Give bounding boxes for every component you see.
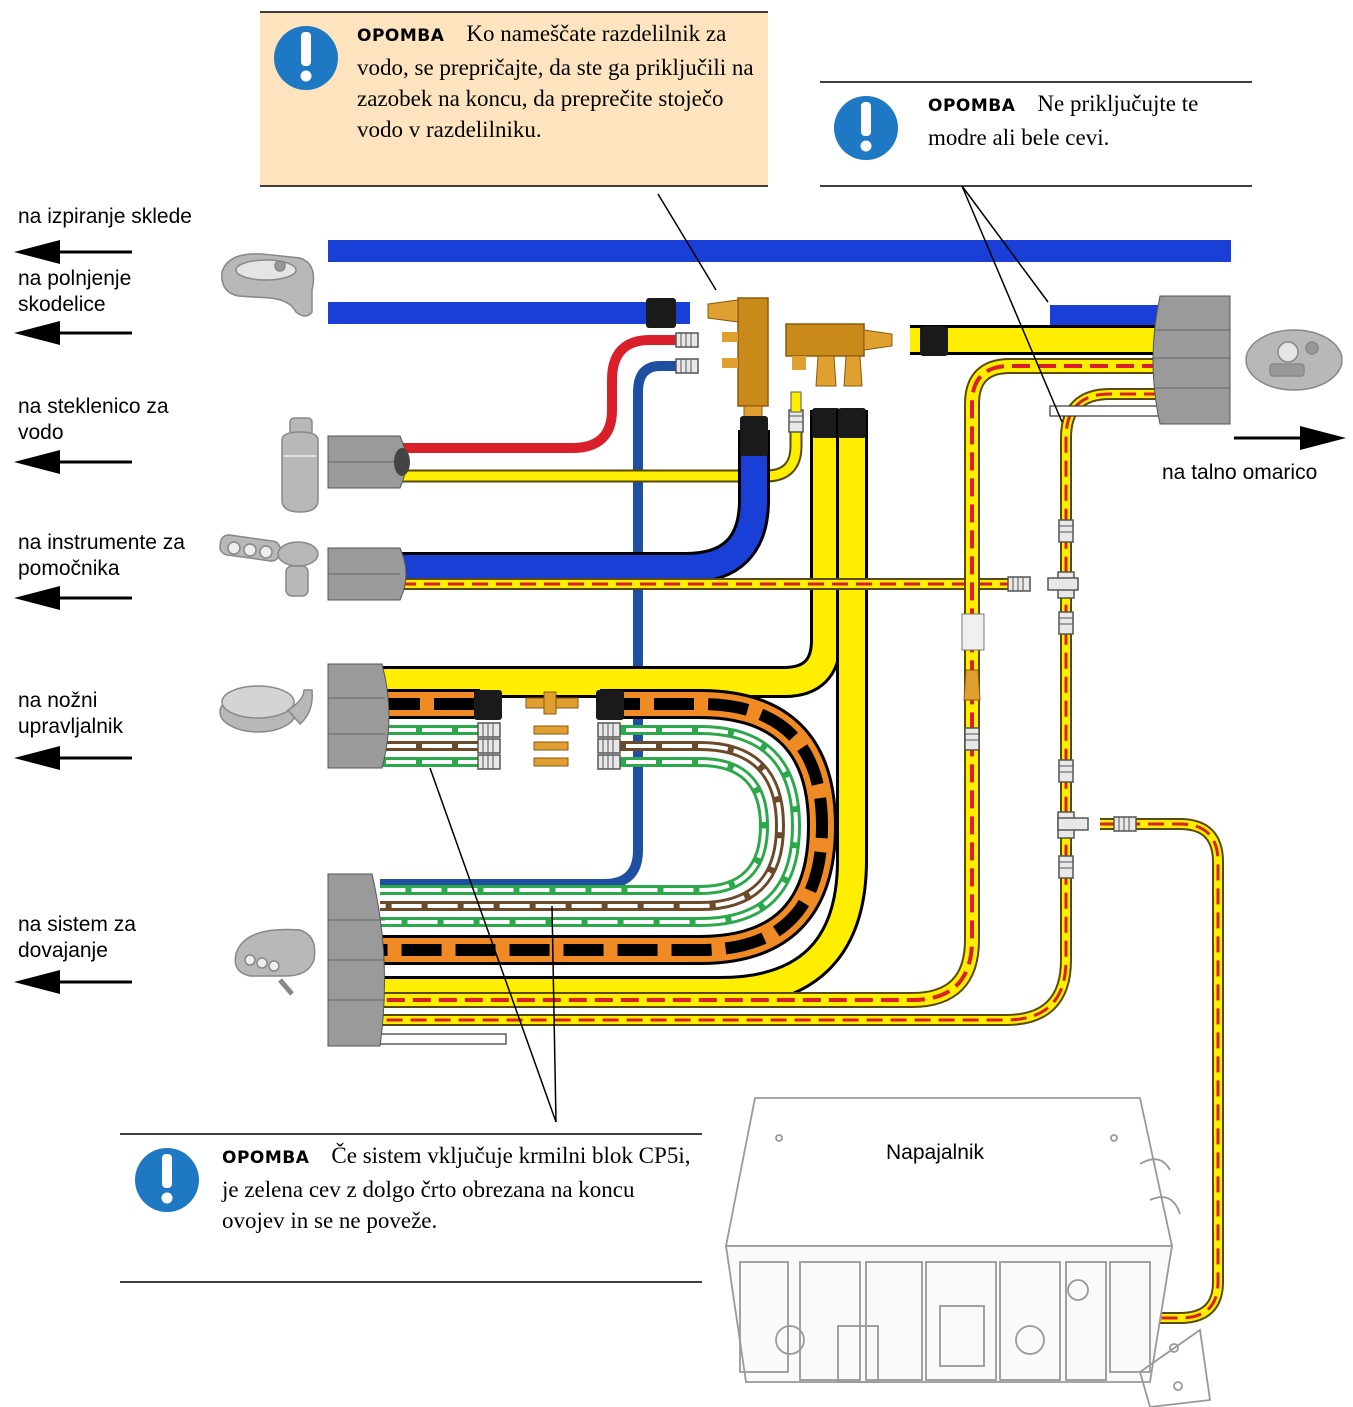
exclamation-info-icon [834, 96, 898, 160]
note-box-manifold [260, 12, 768, 186]
label-suction: na sistem za dovajanje [18, 913, 136, 962]
casing-floor-box [1152, 295, 1231, 425]
note-keyword: OPOMBA [928, 96, 1016, 116]
note-text: Ne priključujte te modre ali bele cevi. [928, 91, 1199, 150]
water-manifold [707, 297, 769, 421]
power-supply-unit [724, 1097, 1212, 1407]
green-hose-outer [380, 725, 802, 927]
arrow-left-icon [14, 240, 132, 264]
casing-assistant [327, 547, 407, 601]
label-assistant: na instrumente za pomočnika [18, 531, 185, 580]
orange-hose [380, 698, 829, 956]
striped-hose-right [380, 388, 1160, 1026]
unused-white-hose [1049, 405, 1163, 417]
note-keyword: OPOMBA [222, 1148, 310, 1168]
yellow-manifold [785, 323, 893, 387]
green-hose-inner [380, 757, 770, 895]
red-hose [400, 335, 680, 453]
label-water-bottle: na steklenico za vodo [18, 395, 169, 444]
arrow-right-icon [1234, 426, 1346, 450]
arrow-left-icon [14, 321, 132, 345]
note-text: Ko nameščate razdelilnik za vodo, se pre… [357, 21, 754, 142]
label-foot-control: na nožni upravljalnik [18, 689, 124, 738]
dark-blue-hose [380, 361, 680, 889]
floor-box-icon [1245, 329, 1343, 391]
label-cup-fill: na polnjenje skodelice [18, 267, 132, 316]
brown-hose [380, 741, 786, 911]
suction-system-icon [234, 928, 316, 996]
arrow-left-icon [14, 450, 132, 474]
unused-blue-hose [1050, 305, 1162, 327]
label-power-supply: Napajalnik [886, 1141, 985, 1164]
arrow-left-icon [14, 970, 132, 994]
note-keyword: OPOMBA [357, 26, 445, 46]
cuspidor-icon [221, 253, 315, 317]
water-bottle-icon [281, 417, 319, 513]
exclamation-info-icon [274, 26, 338, 90]
cup-fill-hose [328, 302, 690, 324]
exclamation-info-icon [135, 1148, 199, 1212]
foot-control-icon [219, 685, 313, 733]
label-bowl-rinse: na izpiranje sklede [18, 205, 192, 228]
assistant-instruments-icon [219, 534, 319, 597]
label-floor-box: na talno omarico [1162, 461, 1318, 484]
yellow-foot-hose [380, 410, 839, 695]
assistant-blue-hose [400, 430, 767, 581]
casing-suction [327, 873, 385, 1047]
casing-foot [327, 663, 390, 769]
yellow-suction-hose [380, 410, 865, 1005]
arrow-left-icon [14, 746, 132, 770]
striped-hose-floor [380, 358, 1160, 1008]
arrow-left-icon [14, 586, 132, 610]
note-text: Če sistem vključuje krmilni blok CP5i, j… [222, 1143, 691, 1233]
casing-bottle [327, 435, 410, 489]
bowl-rinse-hose [328, 240, 1231, 262]
